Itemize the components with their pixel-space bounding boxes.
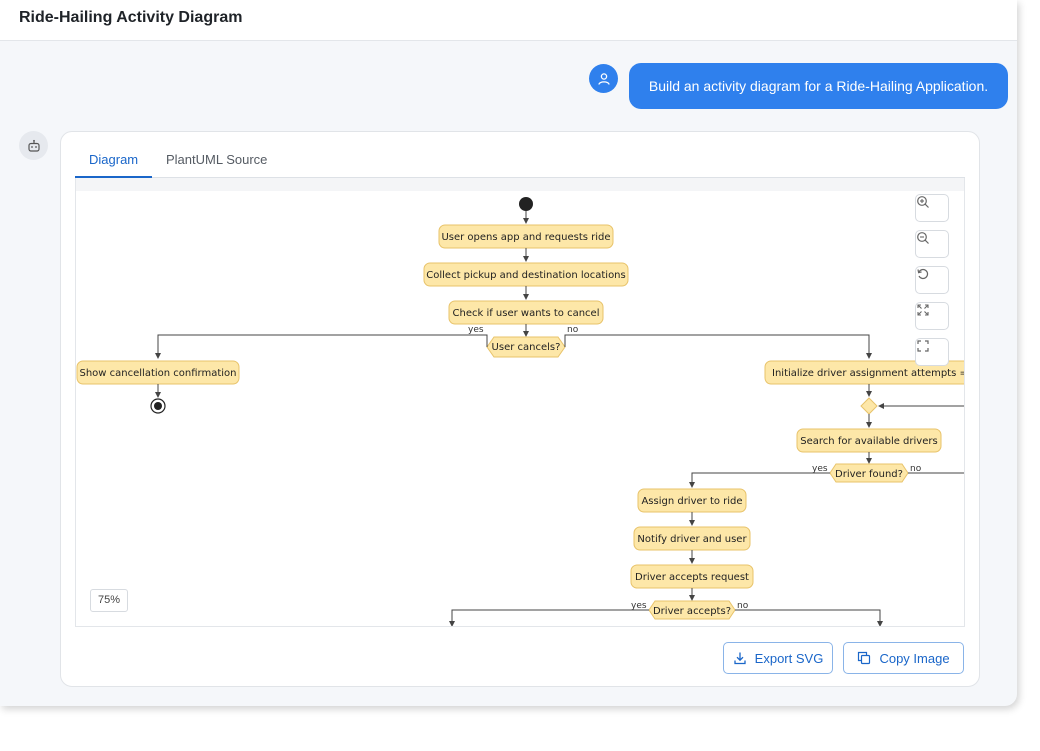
yes-label: yes (631, 601, 647, 611)
no-label: no (567, 325, 579, 335)
copy-icon (858, 651, 871, 665)
action-label: Assign driver to ride (641, 496, 742, 507)
zoom-in-button[interactable] (915, 194, 949, 222)
reset-zoom-button[interactable] (915, 266, 949, 294)
flow-no-right (735, 609, 883, 626)
export-svg-button[interactable]: Export SVG (723, 642, 833, 674)
flow-yes-left (689, 472, 830, 488)
diagram-card: Diagram PlantUML Source User opens app a… (60, 131, 980, 687)
flow-yes-left (449, 609, 649, 626)
diagram-canvas[interactable]: User opens app and requests ride Collect… (75, 178, 965, 627)
fit-to-view-button[interactable] (915, 302, 949, 330)
tab-bar: Diagram PlantUML Source (75, 145, 965, 178)
page-title: Ride-Hailing Activity Diagram (19, 9, 243, 26)
activity-diagram: User opens app and requests ride Collect… (76, 197, 964, 626)
fullscreen-icon (917, 340, 929, 352)
action-label: Search for available drivers (800, 436, 937, 447)
tab-diagram[interactable]: Diagram (75, 145, 153, 178)
merge-node (860, 397, 878, 415)
expand-arrows-icon (917, 304, 929, 316)
tab-plantuml-source[interactable]: PlantUML Source (166, 152, 268, 167)
user-icon (597, 72, 610, 85)
action-label: Initialize driver assignment attempts = … (772, 368, 964, 379)
action-node (764, 360, 964, 385)
zoom-in-icon (917, 196, 929, 208)
bot-avatar (19, 131, 48, 160)
title-bar: Ride-Hailing Activity Diagram (0, 0, 1017, 41)
no-label: no (910, 464, 922, 474)
decision-label: Driver found? (835, 469, 903, 480)
start-node (519, 197, 533, 211)
yes-label: yes (812, 464, 828, 474)
flow-no-right (564, 334, 872, 359)
action-label: Notify driver and user (637, 534, 747, 545)
user-avatar (589, 64, 618, 93)
canvas-header-strip (76, 178, 964, 191)
end-node-inner (154, 402, 162, 410)
robot-icon (27, 139, 40, 152)
zoom-out-button[interactable] (915, 230, 949, 258)
zoom-level-indicator: 75% (90, 589, 128, 612)
flow-yes-left (155, 334, 488, 359)
decision-label: Driver accepts? (653, 606, 731, 617)
decision-label: User cancels? (492, 342, 561, 353)
no-label: no (737, 601, 749, 611)
user-message-bubble: Build an activity diagram for a Ride-Hai… (629, 63, 1008, 109)
app-window: Ride-Hailing Activity Diagram Build an a… (0, 0, 1017, 687)
zoom-out-icon (917, 232, 929, 244)
export-svg-label: Export SVG (754, 650, 824, 666)
fullscreen-button[interactable] (915, 338, 949, 366)
reset-icon (917, 268, 929, 280)
action-label: Check if user wants to cancel (453, 308, 600, 319)
copy-image-label: Copy Image (879, 650, 950, 666)
action-label: User opens app and requests ride (441, 232, 610, 243)
action-label: Driver accepts request (635, 572, 749, 583)
download-icon (734, 652, 746, 665)
action-label: Show cancellation confirmation (79, 368, 236, 379)
copy-image-button[interactable]: Copy Image (843, 642, 964, 674)
action-label: Collect pickup and destination locations (426, 270, 625, 281)
yes-label: yes (468, 325, 484, 335)
